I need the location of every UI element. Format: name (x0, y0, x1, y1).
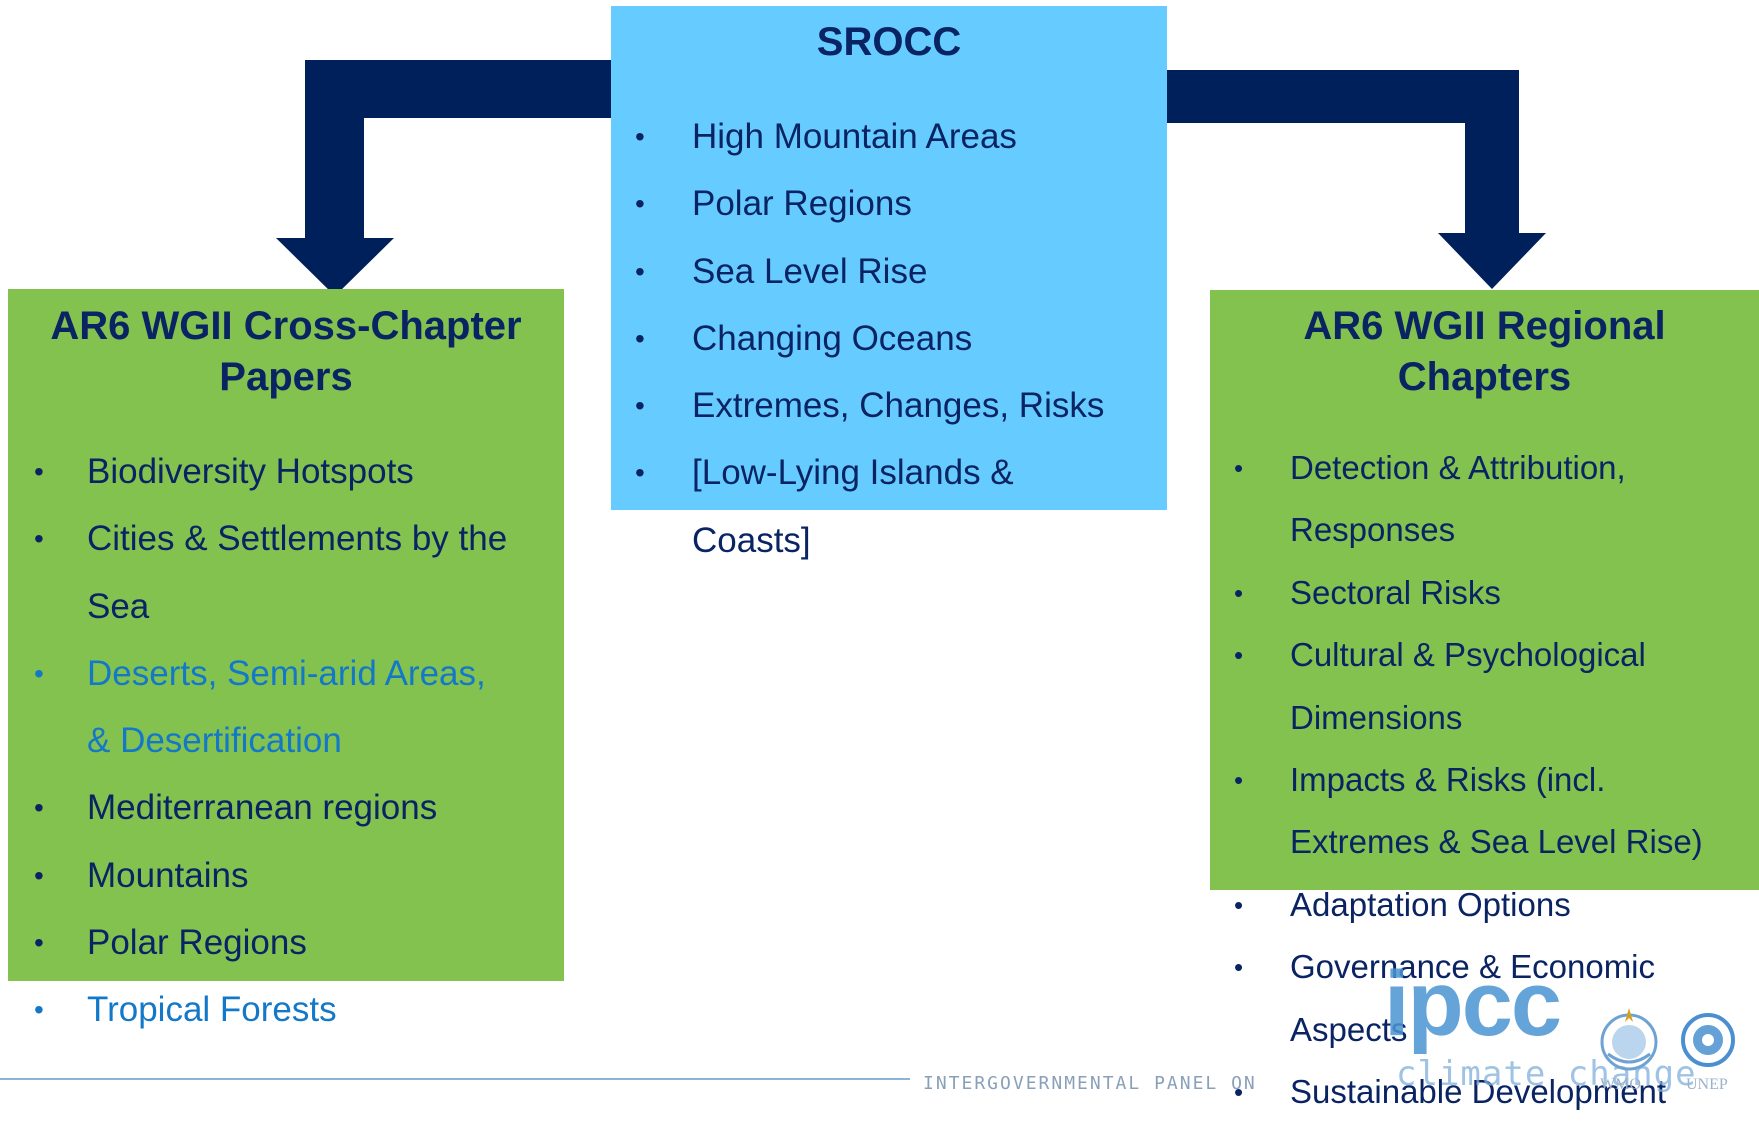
list-item: •Detection & Attribution,Responses (1210, 437, 1759, 562)
bullet-icon: • (635, 255, 645, 287)
bullet-icon: • (635, 390, 645, 422)
bullet-icon: • (635, 188, 645, 220)
unep-label: UNEP (1686, 1076, 1728, 1093)
list-item: •Biodiversity Hotspots (8, 438, 568, 505)
bullet-icon: • (1234, 577, 1244, 608)
list-item: •Polar Regions (611, 170, 1231, 237)
cross-chapter-title-line1: AR6 WGII Cross-Chapter (50, 304, 522, 348)
list-item: •High Mountain Areas (611, 103, 1231, 170)
list-item: •Sea Level Rise (611, 238, 1231, 305)
bullet-icon: • (34, 859, 44, 891)
regional-chapters-box (1210, 290, 1759, 890)
bullet-icon: • (1234, 765, 1244, 796)
ipcc-logo: ipcc (1384, 953, 1562, 1055)
list-item: •Impacts & Risks (incl.Extremes & Sea Le… (1210, 749, 1759, 874)
list-item: •Mediterranean regions (8, 774, 568, 841)
bullet-icon: • (1234, 889, 1244, 920)
regional-chapters-title: AR6 WGII Regional Chapters (1210, 301, 1759, 403)
list-item: •Adaptation Options (1210, 874, 1759, 936)
regional-title-line1: AR6 WGII Regional (1303, 304, 1666, 348)
list-item: •Extremes, Changes, Risks (611, 372, 1231, 439)
srocc-title: SROCC (816, 20, 962, 64)
arrow-to-regional-chapters (1166, 70, 1546, 289)
bullet-icon: • (34, 523, 44, 555)
ipcc-climate-change-text: climate change (1396, 1054, 1697, 1094)
srocc-box (611, 6, 1167, 510)
cross-chapter-papers-list: •Biodiversity Hotspots •Cities & Settlem… (8, 438, 568, 1044)
bullet-icon: • (635, 121, 645, 152)
cross-chapter-title-line2: Papers (219, 355, 353, 399)
cross-chapter-papers-box (8, 289, 564, 981)
bullet-icon: • (635, 457, 645, 489)
list-item: •[Low-Lying Islands &Coasts] (611, 439, 1231, 574)
bullet-icon: • (34, 456, 44, 487)
list-item: •Polar Regions (8, 909, 568, 976)
wmo-emblem-icon (1600, 1008, 1658, 1071)
bullet-icon: • (34, 927, 44, 959)
list-item: •Sectoral Risks (1210, 562, 1759, 624)
cross-chapter-papers-title: AR6 WGII Cross-Chapter Papers (8, 301, 564, 403)
list-item: •Deserts, Semi-arid Areas,& Desertificat… (8, 640, 568, 775)
bullet-icon: • (34, 792, 44, 824)
bullet-icon: • (34, 994, 44, 1026)
unep-emblem-icon (1681, 1013, 1735, 1067)
bullet-icon: • (1234, 952, 1244, 983)
bullet-icon: • (1234, 1077, 1244, 1108)
bullet-icon: • (34, 657, 44, 689)
list-item: •Mountains (8, 842, 568, 909)
footer-divider (0, 1078, 910, 1080)
srocc-list: •High Mountain Areas •Polar Regions •Sea… (611, 103, 1231, 574)
list-item: •Sustainable Development (1210, 1061, 1759, 1123)
wmo-label: WMO (1600, 1076, 1641, 1093)
list-item: •Changing Oceans (611, 305, 1231, 372)
bullet-icon: • (635, 322, 645, 354)
list-item: •Tropical Forests (8, 976, 568, 1043)
bullet-icon: • (1234, 453, 1244, 483)
bullet-icon: • (1234, 640, 1244, 671)
arrow-to-cross-chapter (276, 60, 612, 296)
ipcc-panel-text: INTERGOVERNMENTAL PANEL ON (923, 1073, 1257, 1094)
regional-title-line2: Chapters (1397, 355, 1572, 399)
regional-chapters-list: •Detection & Attribution,Responses •Sect… (1210, 437, 1759, 1123)
